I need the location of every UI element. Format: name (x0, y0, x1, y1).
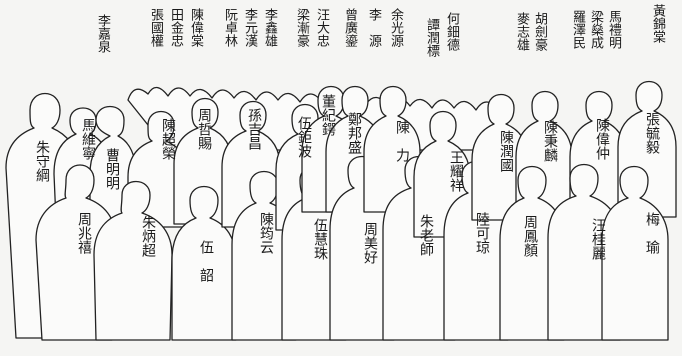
key-name: 梁燊成 (588, 10, 603, 49)
key-name: 曾廣鎏 (342, 8, 357, 47)
figure-name: 陳潤國 (498, 130, 514, 172)
figure-name: 伍慧珠 (312, 218, 328, 260)
key-name: 馬禮明 (606, 10, 621, 49)
silhouette-6 (93, 180, 173, 341)
key-name: 李嘉泉 (95, 14, 110, 53)
key-name: 胡劍豪 (532, 12, 547, 51)
figure-name: 陳秉麟 (542, 120, 558, 162)
key-name: 汪大忠 (314, 8, 329, 47)
figure-name: 張毓毅 (644, 112, 660, 154)
key-name: 羅澤民 (570, 10, 585, 49)
figure-name: 陸可琼 (474, 212, 490, 254)
key-name: 何鈿德 (444, 12, 459, 51)
figure-name: 曹明明 (104, 148, 120, 190)
key-name: 李 源 (366, 8, 381, 47)
figure-name: 陳筠云 (258, 212, 274, 254)
figure-name: 伍 韶 (198, 240, 214, 282)
figure-name: 陳偉仲 (594, 118, 610, 160)
figure-name: 陳 力 (394, 120, 410, 162)
figure-name: 馬維寧 (80, 118, 96, 160)
figure-name: 汪桂麗 (590, 218, 606, 260)
figure-name: 朱老師 (418, 214, 434, 256)
figure-name: 鄭邦盛 (346, 112, 362, 154)
key-name: 余光源 (388, 8, 403, 47)
key-name: 田金忠 (168, 8, 183, 47)
figure-name: 周兆禧 (76, 212, 92, 254)
key-name: 李元漢 (242, 8, 257, 47)
figure-name: 周美好 (362, 222, 378, 264)
figure-name: 周鳳顏 (522, 215, 538, 257)
key-name: 譚潤標 (424, 18, 439, 57)
figure-name: 朱炳超 (140, 215, 156, 257)
key-name: 阮卓林 (222, 8, 237, 47)
figure-name: 朱守綱 (34, 140, 50, 182)
key-name: 黃錦棠 (650, 4, 665, 43)
figure-name: 董紀鍔 (320, 94, 336, 136)
key-name: 麥志雄 (514, 12, 529, 51)
key-name: 李鑫雄 (262, 8, 277, 47)
figure-name: 伍鉅波 (296, 116, 312, 158)
key-name: 張國權 (148, 8, 163, 47)
key-name: 梁漸豪 (294, 8, 309, 47)
figure-name: 孫吉昌 (246, 108, 262, 150)
figure-name: 王耀祥 (448, 150, 464, 192)
silhouette-26 (601, 165, 669, 341)
key-name: 陳偉棠 (188, 8, 203, 47)
figure-name: 梅 瑜 (644, 212, 660, 254)
figure-name: 陳超榮 (160, 118, 176, 160)
figure-name: 周哲賜 (196, 108, 212, 150)
